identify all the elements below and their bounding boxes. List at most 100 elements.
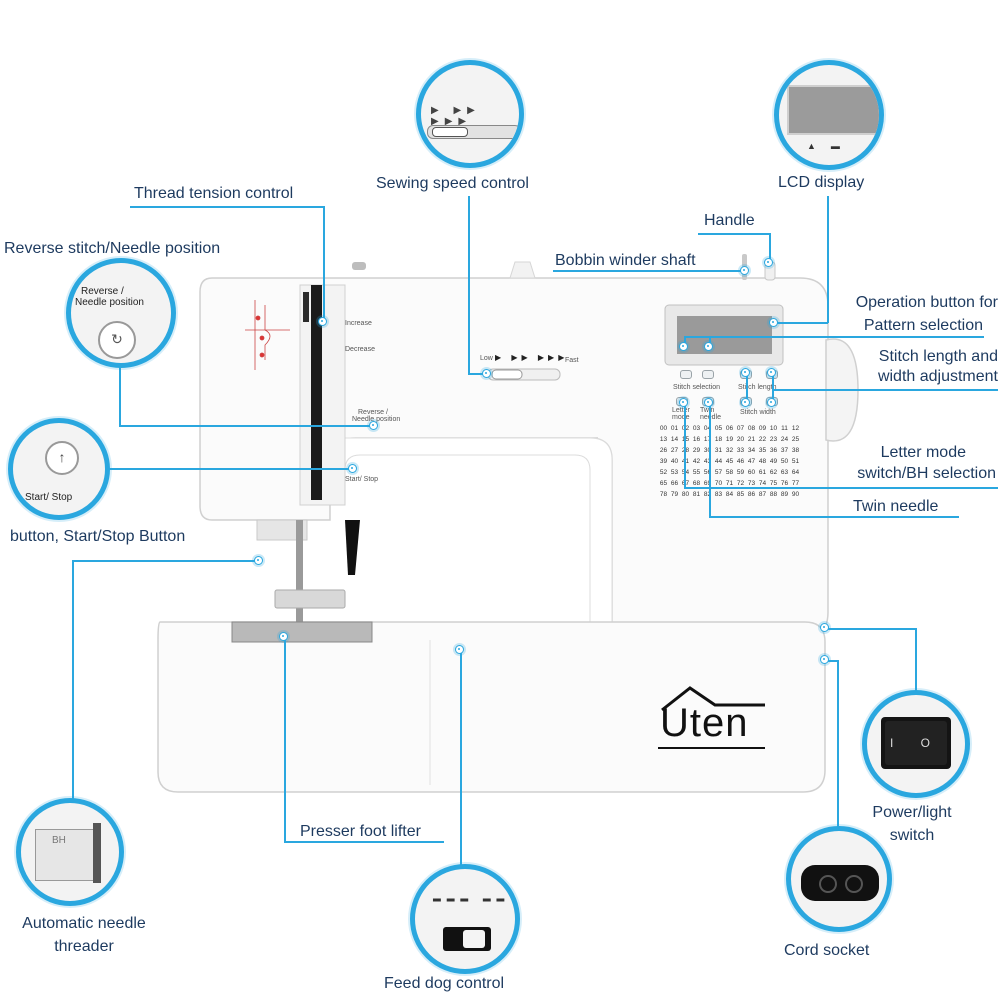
machine-arch (344, 437, 613, 641)
label-letter-1: Letter mode (880, 444, 966, 461)
machine-reverse-label-1: Reverse / (358, 409, 388, 416)
label-feeddog: Feed dog control (384, 975, 505, 992)
label-presser: Presser foot lifter (300, 823, 421, 840)
dot-thread-tension (318, 317, 327, 326)
stitch-number: 52 (659, 469, 668, 476)
line-cord-v (837, 660, 839, 828)
machine-reverse-label-2: Needle position (352, 416, 401, 423)
increase-label: Increase (345, 320, 372, 327)
stitch-number: 59 (736, 469, 745, 476)
dot-stitch-1 (741, 368, 750, 377)
stitch-number: 41 (680, 457, 691, 467)
lcd-up-key[interactable] (702, 370, 714, 379)
stitch-number: 16 (692, 436, 701, 443)
stitch-number-chart: 0001020304050607080910111213141516171819… (658, 424, 806, 500)
stitch-number: 48 (758, 458, 767, 465)
stitch-number: 47 (747, 458, 756, 465)
line-reverse-v (119, 366, 121, 426)
speed-fast-label: Fast (565, 357, 579, 364)
stitch-number: 09 (758, 425, 767, 432)
stitch-number: 60 (747, 469, 756, 476)
dot-handle (764, 258, 773, 267)
stitch-number: 63 (780, 469, 789, 476)
label-bobbin: Bobbin winder shaft (555, 252, 696, 269)
needle-threader-icon: BH (35, 829, 97, 881)
stitch-number: 69 (703, 480, 712, 487)
dot-speed (482, 369, 491, 378)
stitch-number: 20 (736, 436, 745, 443)
stitch-number: 38 (791, 447, 800, 454)
stitch-number: 24 (780, 436, 789, 443)
zoom-cord-socket (786, 826, 892, 932)
stitch-number: 71 (725, 480, 734, 487)
stitch-number: 64 (791, 469, 800, 476)
start-stop-icon[interactable]: ↑ (45, 441, 79, 475)
stitch-number: 21 (747, 436, 756, 443)
speed-slider-icon[interactable] (427, 125, 519, 139)
stitch-number: 72 (736, 480, 745, 487)
stitch-number: 85 (736, 491, 745, 498)
label-threader-2: threader (54, 938, 114, 955)
dot-operation-2 (704, 342, 713, 351)
speed-arrows: ▶ ▶▶ ▶▶▶ (495, 353, 569, 362)
reverse-stitch-icon[interactable]: ↻ (98, 321, 136, 359)
stitch-number: 27 (670, 447, 679, 454)
label-threader-1: Automatic needle (22, 915, 146, 932)
stitch-number: 26 (659, 447, 668, 454)
dot-letter (679, 398, 688, 407)
dot-presser (279, 632, 288, 641)
line-operation-v1 (684, 336, 686, 346)
stitch-number: 87 (758, 491, 767, 498)
stitch-number: 40 (670, 458, 679, 465)
stitch-number: 01 (670, 425, 679, 432)
stitch-number: 82 (703, 491, 712, 498)
stitch-number: 75 (769, 480, 778, 487)
stitch-number: 13 (659, 436, 668, 443)
stitch-number: 49 (769, 458, 778, 465)
stitch-number: 53 (670, 469, 679, 476)
stitch-number: 81 (692, 491, 701, 498)
power-switch-icon[interactable]: I O (881, 717, 951, 769)
stitch-number: 62 (769, 469, 778, 476)
stitch-number: 70 (714, 480, 723, 487)
line-lcd-v (827, 196, 829, 323)
lcd-arrow-icons: ▲ ▬ (807, 141, 840, 151)
decrease-label: Decrease (345, 346, 375, 353)
stitch-number: 61 (758, 469, 767, 476)
stitch-number: 39 (659, 458, 668, 465)
stitch-number: 83 (714, 491, 723, 498)
label-power-1: Power/light (872, 804, 952, 821)
line-feeddog-v (460, 650, 462, 866)
feed-dog-switch-icon[interactable] (443, 927, 491, 951)
stitch-number: 02 (680, 424, 691, 434)
line-twin-h (709, 516, 959, 518)
stitch-number: 50 (780, 458, 789, 465)
zoom-lcd: ▲ ▬ (774, 60, 884, 170)
dot-operation-1 (679, 342, 688, 351)
stitch-number: 57 (714, 469, 723, 476)
label-lcd: LCD display (778, 174, 865, 191)
brand-logo: Uten (660, 701, 749, 745)
label-twin: Twin needle (853, 498, 939, 515)
stitch-number: 06 (725, 425, 734, 432)
dot-startstop (348, 464, 357, 473)
line-power-v (915, 628, 917, 692)
label-startstop: button, Start/Stop Button (10, 528, 186, 545)
stitch-number: 65 (659, 480, 668, 487)
stitch-number: 44 (714, 458, 723, 465)
stitch-number: 05 (714, 425, 723, 432)
line-threader-h (72, 560, 260, 562)
stitch-number: 07 (736, 425, 745, 432)
label-sewing-speed: Sewing speed control (376, 175, 529, 192)
lcd-down-key[interactable] (680, 370, 692, 379)
line-presser-v (284, 636, 286, 842)
zoom-reverse: Reverse / Needle position ↻ (66, 258, 176, 368)
stitch-number: 19 (725, 436, 734, 443)
stitch-length-label: Stitch length (738, 384, 777, 391)
stitch-number: 46 (736, 458, 745, 465)
line-startstop-h (108, 468, 352, 470)
line-handle-v (769, 233, 771, 261)
dot-feeddog (455, 645, 464, 654)
line-stitch-h (772, 389, 998, 391)
stitch-number: 22 (758, 436, 767, 443)
